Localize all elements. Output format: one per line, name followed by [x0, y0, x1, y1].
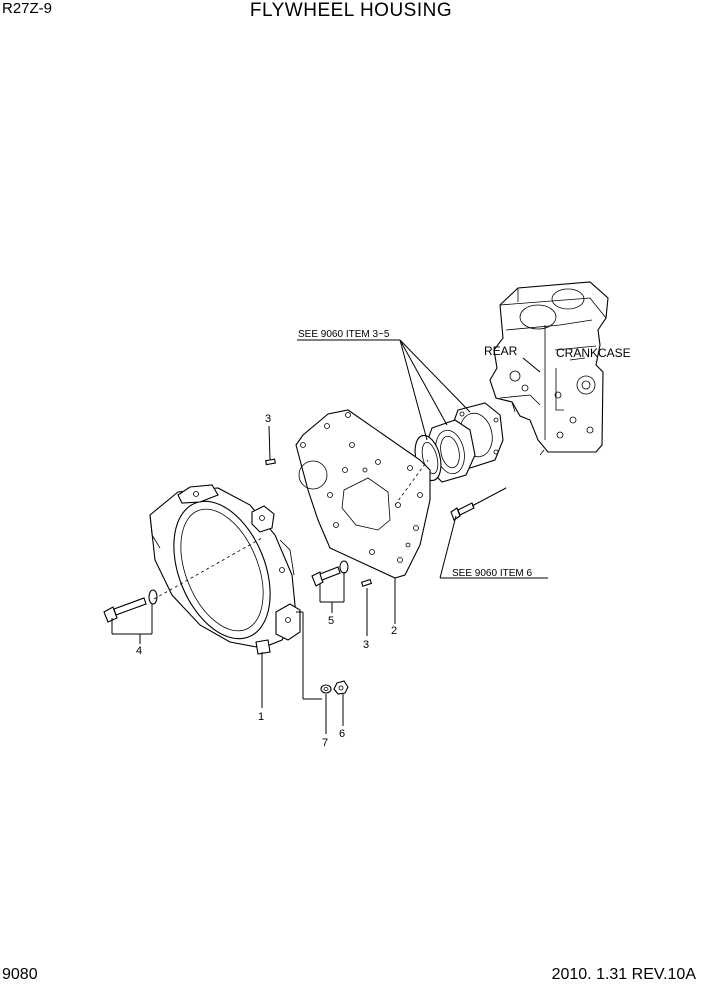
callout-3-lower: 3: [363, 639, 369, 651]
rear-plate-drawing: [295, 409, 431, 579]
page-number: 9080: [2, 966, 38, 983]
dowel-pin-upper-drawing: [265, 458, 276, 466]
callout-5: 5: [328, 615, 334, 627]
callout-6: 6: [339, 728, 345, 740]
reference-text-item-6: SEE 9060 ITEM 6: [452, 568, 532, 579]
label-crankcase: CRANKCASE: [556, 346, 631, 360]
model-code: R27Z-9: [2, 0, 53, 17]
crankcase-drawing: [489, 281, 609, 456]
nut-drawing: [333, 680, 349, 695]
bolt-left-drawing: [103, 589, 158, 623]
callout-1: 1: [258, 711, 264, 723]
page-title: FLYWHEEL HOUSING: [249, 0, 453, 21]
callout-2: 2: [391, 625, 397, 637]
washer-drawing: [320, 684, 332, 694]
dowel-pin-lower-drawing: [360, 578, 373, 587]
reference-text-items-3-5: SEE 9060 ITEM 3~5: [298, 329, 390, 340]
callout-4: 4: [136, 645, 142, 657]
callout-3-upper: 3: [265, 413, 271, 425]
bolt-center-drawing: [311, 560, 349, 587]
flywheel-housing-drawing: [149, 484, 301, 655]
leader-lines: [111, 339, 548, 734]
label-rear: REAR: [484, 344, 518, 358]
callout-7: 7: [322, 737, 328, 749]
revision-date: 2010. 1.31 REV.10A: [551, 966, 696, 983]
bolt-reference-drawing: [450, 502, 475, 521]
